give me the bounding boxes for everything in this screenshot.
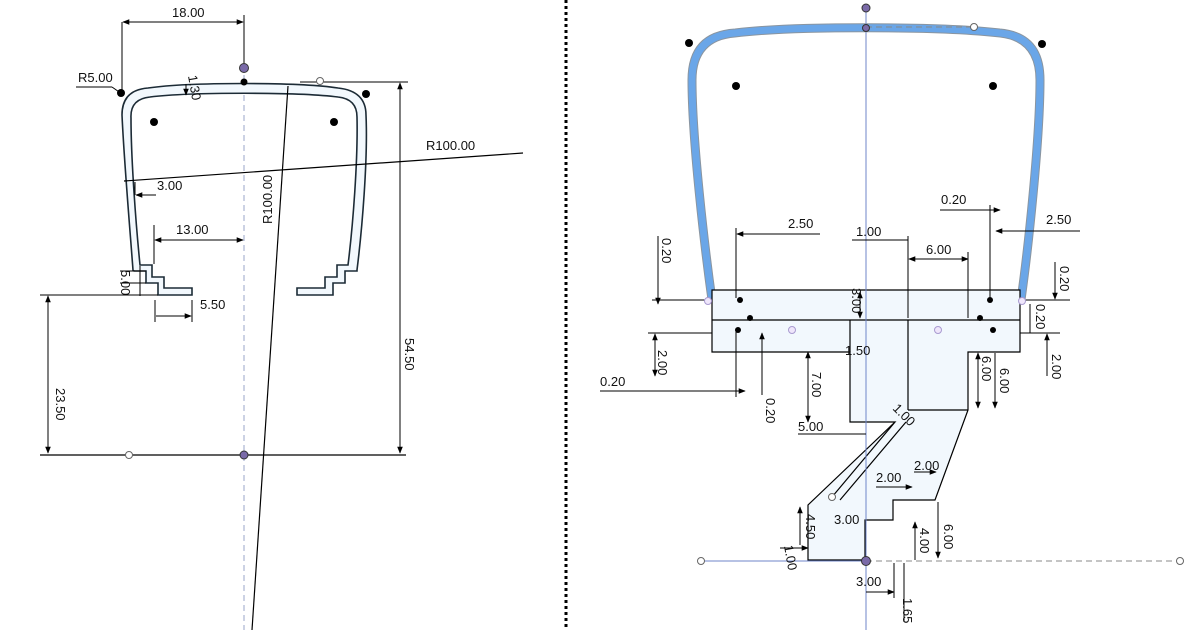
- dim-right-side-h[interactable]: 2.00: [1049, 354, 1064, 379]
- shell-top-point[interactable]: [862, 24, 870, 32]
- dim-lower-height[interactable]: 23.50: [53, 388, 68, 421]
- dim-step-b[interactable]: 2.00: [914, 458, 939, 473]
- hole-point-left[interactable]: [150, 118, 158, 126]
- dim-base-a[interactable]: 1.00: [781, 544, 800, 572]
- origin-point-left[interactable]: [239, 450, 249, 460]
- baseline-right-end[interactable]: [1176, 557, 1184, 565]
- left-sketch: 18.00 R5.00 1.30 R100.00 R100.00 3.00 13…: [40, 5, 524, 630]
- dim-step-width[interactable]: 5.50: [200, 297, 225, 312]
- dim-base-b[interactable]: 1.65: [900, 598, 915, 623]
- dim-slot-width[interactable]: 6.00: [926, 242, 951, 257]
- dim-v-left[interactable]: 0.20: [659, 238, 674, 263]
- shell-corner-point-left[interactable]: [685, 39, 693, 47]
- dim-top-width[interactable]: 18.00: [172, 5, 205, 20]
- dim-h-slot[interactable]: 3.00: [849, 288, 864, 313]
- left-channel-profile[interactable]: [121, 82, 368, 296]
- dim-stem-right-b[interactable]: 6.00: [997, 368, 1012, 393]
- shell-corner-point-right[interactable]: [1038, 40, 1046, 48]
- dim-half-width[interactable]: 1.50: [845, 343, 870, 358]
- origin-point-right[interactable]: [861, 556, 871, 566]
- dim-foot-right[interactable]: 4.00: [917, 528, 932, 553]
- dim-wall-thickness[interactable]: 1.30: [185, 74, 204, 102]
- top-centre-point[interactable]: [861, 3, 871, 13]
- shell-hole-left[interactable]: [732, 82, 740, 90]
- shell-end-point[interactable]: [970, 23, 978, 31]
- corner-point[interactable]: [117, 89, 125, 97]
- dim-centre[interactable]: 1.00: [856, 224, 881, 239]
- right-sketch: 2.50 1.00 6.00 0.20 2.50 0.20 3.00 0.20 …: [600, 3, 1184, 630]
- dim-left-side-h[interactable]: 2.00: [655, 350, 670, 375]
- dim-bottom-left[interactable]: 0.20: [600, 374, 625, 389]
- dim-right-side-a[interactable]: 0.20: [1057, 266, 1072, 291]
- dim-step-height[interactable]: 5.00: [118, 270, 133, 295]
- dim-stem-right-a[interactable]: 6.00: [979, 356, 994, 381]
- dim-gap-top[interactable]: 0.20: [941, 192, 966, 207]
- dim-base-width[interactable]: 3.00: [856, 574, 881, 589]
- dim-right-w-right[interactable]: 2.50: [1046, 212, 1071, 227]
- top-point[interactable]: [240, 78, 248, 86]
- dim-inner-offset[interactable]: 3.00: [157, 178, 182, 193]
- shell-hole-right[interactable]: [989, 82, 997, 90]
- dim-total-height[interactable]: 54.50: [402, 338, 417, 371]
- corner-point-right[interactable]: [362, 90, 370, 98]
- dim-stem-width[interactable]: 5.00: [798, 419, 823, 434]
- end-point[interactable]: [316, 77, 324, 85]
- centre-point-top[interactable]: [239, 63, 249, 73]
- dim-arc-radius-top[interactable]: R100.00: [260, 175, 275, 224]
- dim-foot-far-right[interactable]: 6.00: [941, 524, 956, 549]
- dim-stem-height[interactable]: 7.00: [809, 372, 824, 397]
- dim-right-w-left[interactable]: 2.50: [788, 216, 813, 231]
- mount-body-region[interactable]: [711, 289, 1021, 561]
- hole-point-right[interactable]: [330, 118, 338, 126]
- dim-corner-radius[interactable]: R5.00: [78, 70, 113, 85]
- r100-side-line: [123, 152, 524, 182]
- dim-foot-height[interactable]: 4.50: [803, 514, 818, 539]
- dim-right-side-b[interactable]: 0.20: [1033, 304, 1048, 329]
- dim-bottom-mid[interactable]: 0.20: [763, 398, 778, 423]
- diagonal-end-point[interactable]: [828, 493, 836, 501]
- baseline-left-end[interactable]: [697, 557, 705, 565]
- r100-radius-line: [251, 85, 289, 630]
- dim-arc-radius-side[interactable]: R100.00: [426, 138, 475, 153]
- dim-inner-half-width[interactable]: 13.00: [176, 222, 209, 237]
- baseline-end-point[interactable]: [125, 451, 133, 459]
- dim-step-a[interactable]: 2.00: [876, 470, 901, 485]
- dim-foot-width[interactable]: 3.00: [834, 512, 859, 527]
- diagonal-edge[interactable]: [831, 421, 896, 498]
